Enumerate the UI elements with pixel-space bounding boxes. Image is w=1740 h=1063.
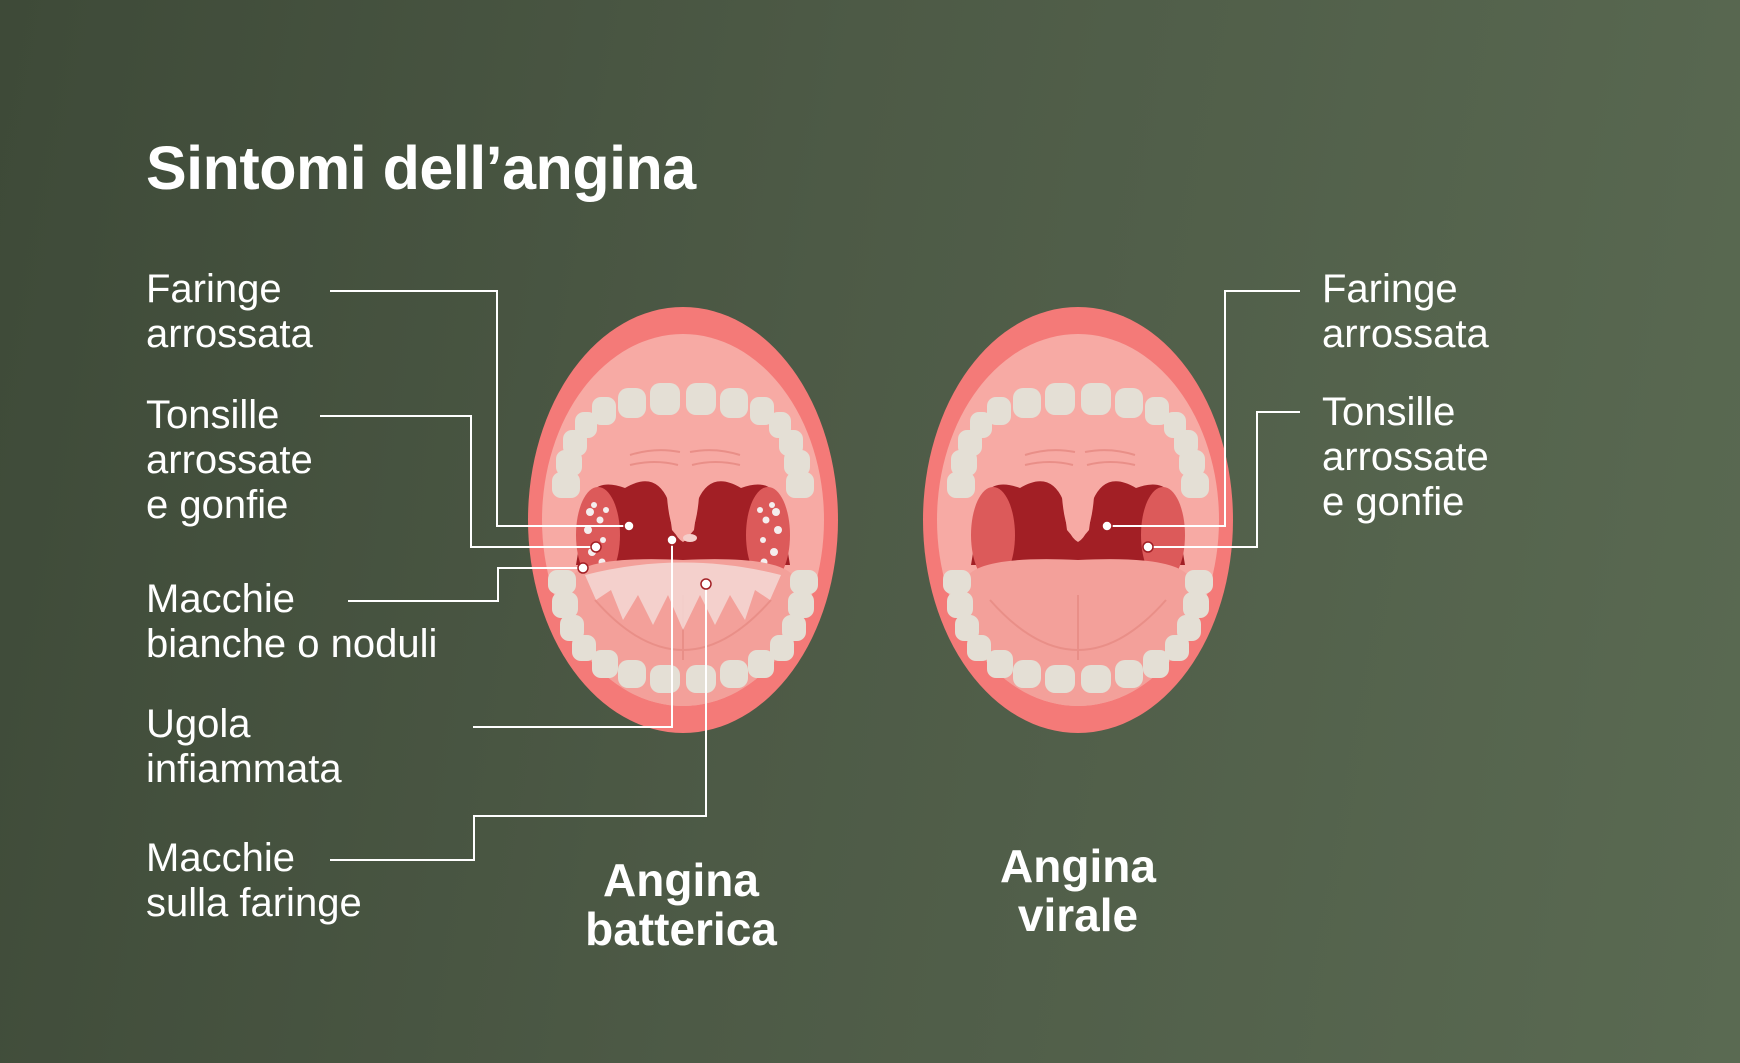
lower-teeth bbox=[548, 570, 818, 693]
leader-dot bbox=[666, 534, 678, 546]
tonsil-right bbox=[1141, 487, 1185, 583]
page-title: Sintomi dell’angina bbox=[146, 134, 696, 202]
leader-line bbox=[320, 415, 591, 548]
lower-teeth bbox=[943, 570, 1213, 693]
leader-dot bbox=[1101, 520, 1113, 532]
label-macchie-faringe: Macchie sulla faringe bbox=[146, 836, 362, 925]
mouth-viral bbox=[923, 307, 1233, 733]
leader-dot bbox=[623, 520, 635, 532]
upper-teeth bbox=[947, 383, 1209, 498]
label-faringe-arrossata-viral: Faringe arrossata bbox=[1322, 267, 1489, 356]
leader-dot bbox=[700, 578, 712, 590]
leader-lines bbox=[320, 290, 1300, 861]
leader-line bbox=[348, 567, 578, 602]
leader-dot bbox=[590, 541, 602, 553]
leader-line bbox=[1107, 290, 1300, 527]
leader-dots bbox=[577, 520, 1154, 590]
leader-dot bbox=[577, 562, 589, 574]
leader-line bbox=[330, 584, 707, 861]
caption-angina-virale: Angina virale bbox=[1000, 840, 1156, 941]
white-coating bbox=[585, 562, 781, 630]
leader-dot bbox=[1142, 541, 1154, 553]
mouth-bacterial bbox=[528, 307, 838, 733]
tonsil-left bbox=[971, 487, 1015, 583]
uvula bbox=[667, 493, 699, 542]
throat bbox=[971, 481, 1185, 565]
label-tonsille-arrossate-viral: Tonsille arrossate e gonfie bbox=[1322, 390, 1489, 524]
leader-line bbox=[330, 290, 624, 527]
leader-line bbox=[473, 540, 673, 728]
uvula bbox=[1062, 493, 1094, 542]
leader-line bbox=[1148, 411, 1300, 548]
throat bbox=[576, 481, 790, 565]
label-macchie-bianche: Macchie bianche o noduli bbox=[146, 577, 438, 666]
caption-angina-batterica: Angina batterica bbox=[585, 854, 777, 955]
label-ugola-infiammata: Ugola infiammata bbox=[146, 702, 342, 791]
label-faringe-arrossata: Faringe arrossata bbox=[146, 267, 313, 356]
label-tonsille-arrossate: Tonsille arrossate e gonfie bbox=[146, 393, 313, 527]
upper-teeth bbox=[552, 383, 814, 498]
